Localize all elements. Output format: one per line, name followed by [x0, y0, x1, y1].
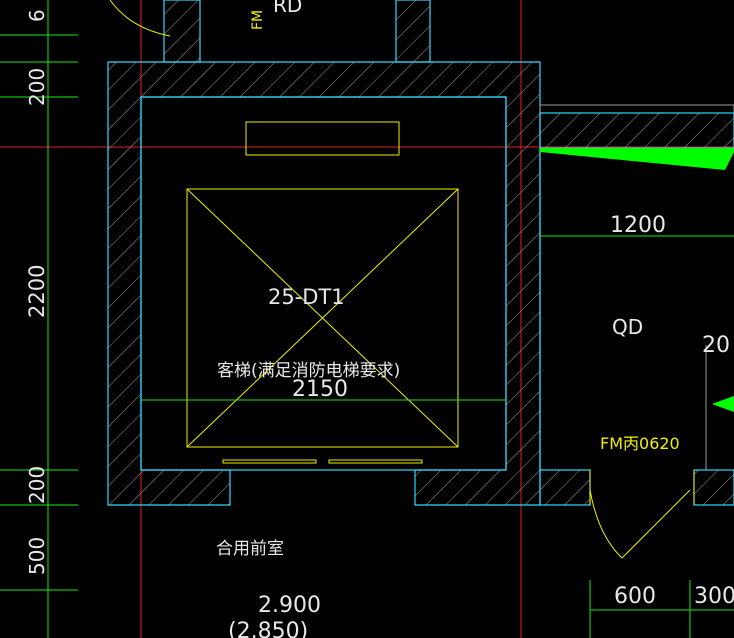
label-top-rd: RD	[273, 0, 302, 17]
label-dim-20: 20	[702, 333, 730, 358]
label-dim-1200: 1200	[610, 213, 666, 238]
label-dim-200: 200	[25, 466, 49, 504]
label-fire-door: FM丙0620	[600, 434, 680, 453]
label-top-fm: FM	[250, 10, 266, 30]
label-dim-500: 500	[25, 537, 49, 575]
top-walls	[109, 0, 431, 63]
label-elevator-desc: 客梯(满足消防电梯要求)	[217, 361, 400, 381]
label-elevation-2: (2.850)	[228, 619, 308, 638]
label-dim-200-top: 200	[25, 68, 49, 106]
shaft-wall	[107, 61, 541, 506]
shaft-inner	[140, 96, 507, 471]
label-dim-300: 300	[694, 584, 734, 609]
fire-door-swing	[589, 470, 695, 559]
label-room-qd: QD	[612, 315, 643, 339]
label-dim-2200: 2200	[25, 265, 49, 318]
label-elevator-code: 25-DT1	[268, 285, 345, 309]
elevator-car	[186, 121, 459, 464]
label-dim-6: 6	[25, 9, 49, 22]
label-elevation-1: 2.900	[258, 593, 321, 618]
label-anteroom: 合用前室	[216, 539, 284, 559]
label-width-dim: 2150	[292, 377, 348, 402]
right-walls	[539, 104, 734, 506]
label-dim-600: 600	[614, 584, 656, 609]
